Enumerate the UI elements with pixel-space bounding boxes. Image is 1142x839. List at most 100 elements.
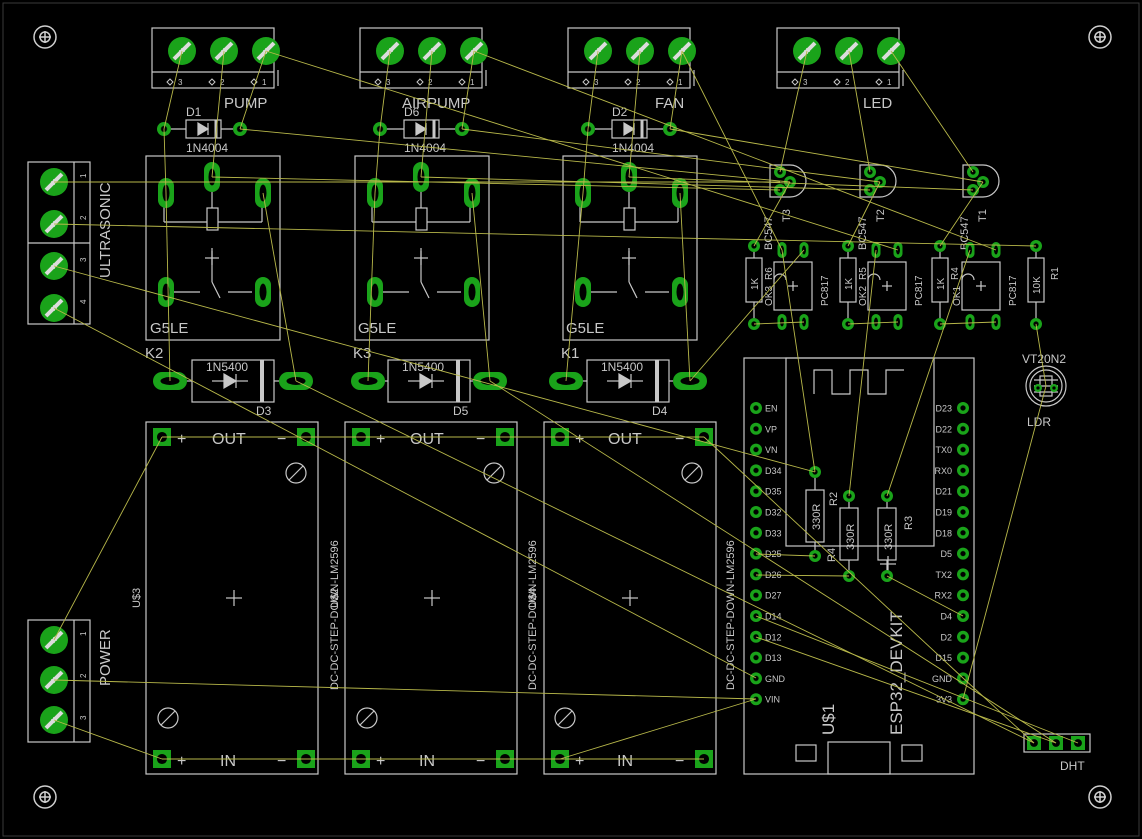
diode-d1-name: D1 bbox=[186, 105, 202, 119]
terminal-ultrasonic bbox=[27, 161, 91, 325]
optocouplers bbox=[773, 261, 1001, 311]
buck-u4-name: U$4 bbox=[527, 588, 539, 608]
buck-u3-name: U$3 bbox=[131, 588, 143, 608]
diode-d4-value: 1N5400 bbox=[601, 360, 643, 374]
buck-u2-plus-in: + bbox=[376, 753, 385, 770]
esp32-right-pin-11 bbox=[957, 630, 969, 643]
buck-u4-part: DC-DC-STEP-DOWN-LM2596 bbox=[725, 540, 737, 690]
airwire bbox=[755, 574, 850, 577]
mount-hole-bl-icon bbox=[33, 785, 57, 809]
airwire bbox=[461, 128, 881, 183]
optocoupler-ok2 bbox=[867, 261, 907, 311]
airwire bbox=[565, 192, 584, 382]
pump-pin-3: 3 bbox=[178, 78, 183, 87]
airwire bbox=[53, 265, 816, 473]
buck-u3-out-label: OUT bbox=[212, 431, 246, 448]
resistor-r3-name: R3 bbox=[903, 516, 915, 530]
terminal-top-pin-numbers: 3 2 1 3 2 1 3 2 1 3 2 1 bbox=[178, 78, 892, 87]
airwire bbox=[367, 192, 376, 382]
esp32-right-pin-label: D4 bbox=[940, 612, 952, 622]
led-pin-2: 2 bbox=[845, 78, 850, 87]
relay-k3-model: G5LE bbox=[358, 320, 396, 337]
big-diode-labels: 1N5400 D3 1N5400 D5 1N5400 D4 bbox=[206, 360, 668, 418]
esp32-left-pin-3 bbox=[750, 464, 762, 477]
airwire bbox=[847, 321, 899, 325]
relay-k1-name: K1 bbox=[561, 345, 579, 362]
relay-k1-model: G5LE bbox=[566, 320, 604, 337]
airwire bbox=[489, 380, 1057, 744]
buck-u4-in-label: IN bbox=[617, 753, 633, 770]
transistors bbox=[769, 164, 1000, 198]
airpump-pin-2: 2 bbox=[428, 78, 433, 87]
fan-pin-3: 3 bbox=[594, 78, 599, 87]
buck-u4-plus-in: + bbox=[575, 753, 584, 770]
airwire bbox=[848, 50, 871, 173]
airwire bbox=[53, 679, 757, 700]
buck-u2-out-label: OUT bbox=[410, 431, 444, 448]
airwire bbox=[587, 50, 599, 130]
buck-u4-minus-out: − bbox=[675, 431, 684, 448]
airpump-pin-3: 3 bbox=[386, 78, 391, 87]
transistor-t1-name: T1 bbox=[977, 209, 989, 222]
fan-pin-2: 2 bbox=[636, 78, 641, 87]
diode-d6-value: 1N4004 bbox=[404, 141, 446, 155]
transistor-t3 bbox=[769, 164, 807, 198]
esp32-right-pin-label: D22 bbox=[935, 424, 952, 434]
airwire bbox=[628, 50, 641, 178]
buck-u2-in-label: IN bbox=[419, 753, 435, 770]
optocoupler-ok2-name: OK2 bbox=[858, 286, 869, 306]
airwire bbox=[962, 385, 1047, 700]
airwire bbox=[559, 698, 757, 760]
airwire bbox=[53, 307, 757, 679]
esp32-left-pin-0 bbox=[750, 402, 762, 414]
transistor-t1 bbox=[962, 164, 1000, 198]
power-pin-3: 3 bbox=[79, 715, 88, 720]
ultrasonic-pin-3: 3 bbox=[79, 257, 88, 262]
buck-module-u2 bbox=[344, 421, 518, 775]
opto-1-pad-3 bbox=[871, 314, 881, 330]
esp32-right-pin-label: TX2 bbox=[935, 570, 952, 580]
ldr-name: LDR bbox=[1027, 415, 1051, 429]
esp32-left-pin-label: D13 bbox=[765, 653, 782, 663]
fan-pin-1: 1 bbox=[678, 78, 683, 87]
led-pin-1: 1 bbox=[887, 78, 892, 87]
resistor-r2-value: 330R bbox=[845, 524, 857, 550]
terminal-left-pin-numbers: 1 2 3 4 1 2 3 bbox=[79, 173, 88, 720]
esp32-left-pin-11 bbox=[750, 630, 762, 643]
esp32-right-pin-label: RX0 bbox=[934, 466, 952, 476]
optocoupler-ok1-name: OK1 bbox=[952, 286, 963, 306]
airwire bbox=[886, 249, 971, 497]
relay-k3 bbox=[354, 155, 490, 341]
esp32-left-pin-label: D25 bbox=[765, 549, 782, 559]
airwire bbox=[755, 636, 1057, 744]
buck-u4-out-label: OUT bbox=[608, 431, 642, 448]
esp32-right-pin-1 bbox=[957, 422, 969, 435]
airwire bbox=[848, 249, 877, 497]
esp32-right-pin-2 bbox=[957, 443, 969, 456]
relay-1-pad-5 bbox=[464, 277, 480, 307]
esp32-right-pin-label: RX2 bbox=[934, 591, 952, 601]
transistor-t1-model: BC547 bbox=[959, 216, 971, 250]
optocoupler-ok3-name: OK3 bbox=[764, 286, 775, 306]
dht-sensor bbox=[1023, 733, 1091, 753]
resistor-r4-1k-value: 1K bbox=[936, 277, 947, 290]
esp32-model: ESP32_DEVKIT bbox=[887, 611, 906, 735]
power-pin-1: 1 bbox=[79, 631, 88, 636]
resistor-1k-labels: 1K R6 1K R5 1K R4 10K R1 bbox=[750, 267, 1061, 294]
airwire bbox=[781, 249, 816, 473]
airwire bbox=[962, 677, 1035, 744]
buck-u3-minus-in: − bbox=[277, 753, 286, 770]
relay-k2-name: K2 bbox=[145, 345, 163, 362]
esp32-right-pin-8 bbox=[957, 568, 969, 581]
ultrasonic-pin-2: 2 bbox=[79, 215, 88, 220]
buck-u2-part: DC-DC-STEP-DOWN-LM2596 bbox=[527, 540, 539, 690]
esp32-button-left bbox=[795, 744, 817, 762]
transistor-t2-name: T2 bbox=[875, 209, 887, 222]
airwire bbox=[779, 50, 808, 173]
esp32-right-pin-label: D2 bbox=[940, 632, 952, 642]
esp32-right-pin-label: D23 bbox=[935, 404, 952, 414]
airwire bbox=[473, 50, 997, 251]
buck-u3-part: DC-DC-STEP-DOWN-LM2596 bbox=[329, 540, 341, 690]
airwire bbox=[669, 50, 683, 130]
resistor-r2-name: R2 bbox=[828, 492, 840, 506]
